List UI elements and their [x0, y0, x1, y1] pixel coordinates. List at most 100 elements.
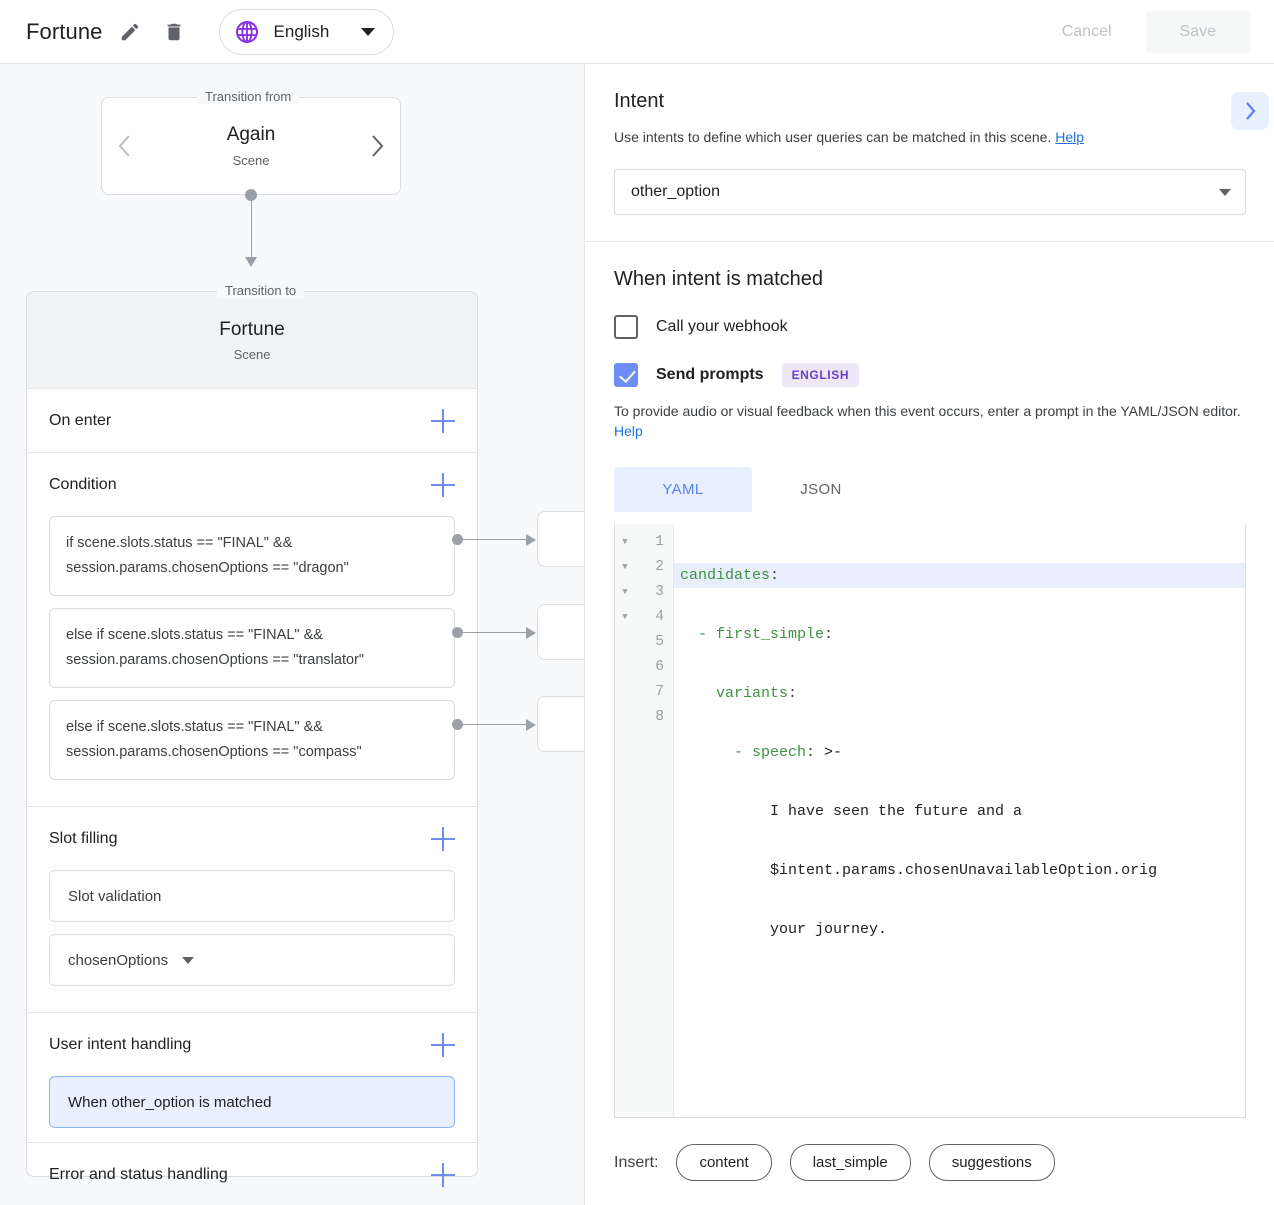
section-on-enter[interactable]: On enter	[27, 388, 477, 452]
insert-toolbar: Insert: content last_simple suggestions	[586, 1118, 1274, 1181]
user-intent-label: When other_option is matched	[68, 1093, 272, 1111]
editor-code-area[interactable]: candidates: - first_simple: variants: - …	[674, 524, 1245, 1117]
connector-arrowhead-icon	[245, 257, 257, 267]
yaml-punct: :	[788, 685, 798, 702]
edge-dot	[452, 627, 463, 638]
line-number: 3	[655, 583, 664, 600]
line-number: 8	[655, 708, 664, 725]
webhook-row[interactable]: Call your webhook	[614, 315, 1246, 339]
add-on-enter-button[interactable]	[431, 408, 455, 433]
page-title: Fortune	[26, 18, 103, 44]
edge-line	[463, 724, 527, 725]
edge-dot	[452, 719, 463, 730]
intent-help-link[interactable]: Help	[1055, 129, 1085, 145]
add-error-status-button[interactable]	[431, 1162, 455, 1187]
call-webhook-checkbox[interactable]	[614, 315, 638, 339]
globe-icon	[235, 20, 258, 43]
yaml-value: >-	[824, 744, 843, 761]
when-matched-title: When intent is matched	[614, 268, 823, 290]
transition-to-legend: Transition to	[217, 283, 305, 298]
line-number: 7	[655, 683, 664, 700]
user-intent-item-selected[interactable]: When other_option is matched	[49, 1076, 455, 1128]
section-slot-filling[interactable]: Slot filling	[27, 806, 477, 870]
pencil-icon	[121, 23, 138, 40]
yaml-key: candidates	[680, 567, 771, 584]
code-line: - speech: >-	[674, 740, 1245, 765]
save-button[interactable]: Save	[1145, 10, 1250, 53]
scene-graph-panel: Transition from Again Scene	[0, 64, 585, 1205]
condition-expression: else if scene.slots.status == "FINAL" &&…	[66, 719, 362, 760]
code-line: candidates:	[674, 563, 1245, 588]
fold-toggle-icon[interactable]: ▼	[622, 611, 628, 622]
add-slot-filling-button[interactable]	[431, 826, 455, 851]
insert-chip-last-simple[interactable]: last_simple	[789, 1144, 911, 1181]
code-line: I have seen the future and a	[674, 799, 1245, 824]
intent-detail-panel: Intent Use intents to define which user …	[586, 64, 1274, 1205]
language-selector[interactable]: English	[218, 8, 395, 55]
chevron-down-icon	[1219, 188, 1231, 196]
fold-toggle-icon[interactable]: ▼	[622, 561, 628, 572]
language-badge: ENGLISH	[781, 363, 860, 387]
yaml-editor[interactable]: ▼1 ▼2 ▼3 ▼4 5 6 7 8 candidates: - first_…	[614, 524, 1246, 1118]
yaml-key: - speech	[734, 744, 807, 761]
language-label: English	[273, 21, 330, 41]
app-header: Fortune English Cancel Save	[0, 0, 1274, 64]
edge-line	[463, 632, 527, 633]
edge-arrowhead-icon	[526, 627, 536, 639]
insert-chip-suggestions[interactable]: suggestions	[928, 1144, 1055, 1181]
transition-to-card: Transition to Fortune Scene On enter Con…	[26, 283, 478, 1187]
expand-panel-button[interactable]	[1231, 92, 1269, 130]
yaml-value: your journey.	[770, 921, 888, 938]
next-scene-button[interactable]	[354, 133, 400, 159]
when-matched-section: When intent is matched Call your webhook…	[586, 242, 1274, 1118]
slot-validation-item[interactable]: Slot validation	[49, 870, 455, 922]
gutter-row: ▼1	[615, 529, 673, 554]
delete-button[interactable]	[157, 15, 191, 49]
insert-chip-content[interactable]: content	[676, 1144, 772, 1181]
tab-yaml[interactable]: YAML	[614, 467, 752, 512]
condition-item[interactable]: else if scene.slots.status == "FINAL" &&…	[49, 608, 455, 688]
condition-list: if scene.slots.status == "FINAL" && sess…	[27, 516, 477, 806]
target-node-card[interactable]	[537, 696, 584, 752]
send-prompts-checkbox[interactable]	[614, 363, 638, 387]
editor-gutter: ▼1 ▼2 ▼3 ▼4 5 6 7 8	[615, 524, 674, 1117]
section-condition[interactable]: Condition	[27, 452, 477, 516]
section-user-intent-handling[interactable]: User intent handling	[27, 1012, 477, 1076]
edge-dot	[452, 534, 463, 545]
condition-expression: if scene.slots.status == "FINAL" && sess…	[66, 535, 349, 576]
target-node-card[interactable]	[537, 604, 584, 660]
intent-description-text: Use intents to define which user queries…	[614, 129, 1052, 145]
transition-from-subtitle: Scene	[232, 152, 270, 168]
code-line: variants:	[674, 681, 1245, 706]
add-condition-button[interactable]	[431, 472, 455, 497]
trash-icon	[167, 23, 180, 40]
transition-from-info: Again Scene	[148, 124, 354, 168]
gutter-row: 6	[615, 654, 673, 679]
prev-scene-button[interactable]	[102, 133, 148, 159]
slot-filling-list: Slot validation chosenOptions	[27, 870, 477, 1012]
line-number: 4	[655, 608, 664, 625]
tab-json[interactable]: JSON	[800, 481, 842, 498]
send-prompts-row[interactable]: Send prompts ENGLISH	[614, 363, 1246, 387]
slot-item[interactable]: chosenOptions	[49, 934, 455, 986]
target-node-card[interactable]	[537, 511, 584, 567]
edit-button[interactable]	[113, 15, 147, 49]
condition-item[interactable]: else if scene.slots.status == "FINAL" &&…	[49, 700, 455, 780]
code-line: $intent.params.chosenUnavailableOption.o…	[674, 858, 1245, 883]
line-number: 1	[655, 533, 664, 550]
code-line	[674, 976, 1245, 1001]
intent-select[interactable]: other_option	[614, 169, 1246, 215]
gutter-row: ▼3	[615, 579, 673, 604]
fold-toggle-icon[interactable]: ▼	[622, 536, 628, 547]
prompts-help-link[interactable]: Help	[614, 423, 643, 439]
add-user-intent-button[interactable]	[431, 1032, 455, 1057]
section-error-status-label: Error and status handling	[49, 1165, 228, 1183]
prompts-description: To provide audio or visual feedback when…	[614, 401, 1246, 441]
condition-item[interactable]: if scene.slots.status == "FINAL" && sess…	[49, 516, 455, 596]
transition-from-legend: Transition from	[197, 89, 300, 104]
section-error-status-handling[interactable]: Error and status handling	[27, 1142, 477, 1205]
cancel-button[interactable]: Cancel	[1044, 13, 1130, 51]
code-line: - first_simple:	[674, 622, 1245, 647]
gutter-row: ▼4	[615, 604, 673, 629]
fold-toggle-icon[interactable]: ▼	[622, 586, 628, 597]
